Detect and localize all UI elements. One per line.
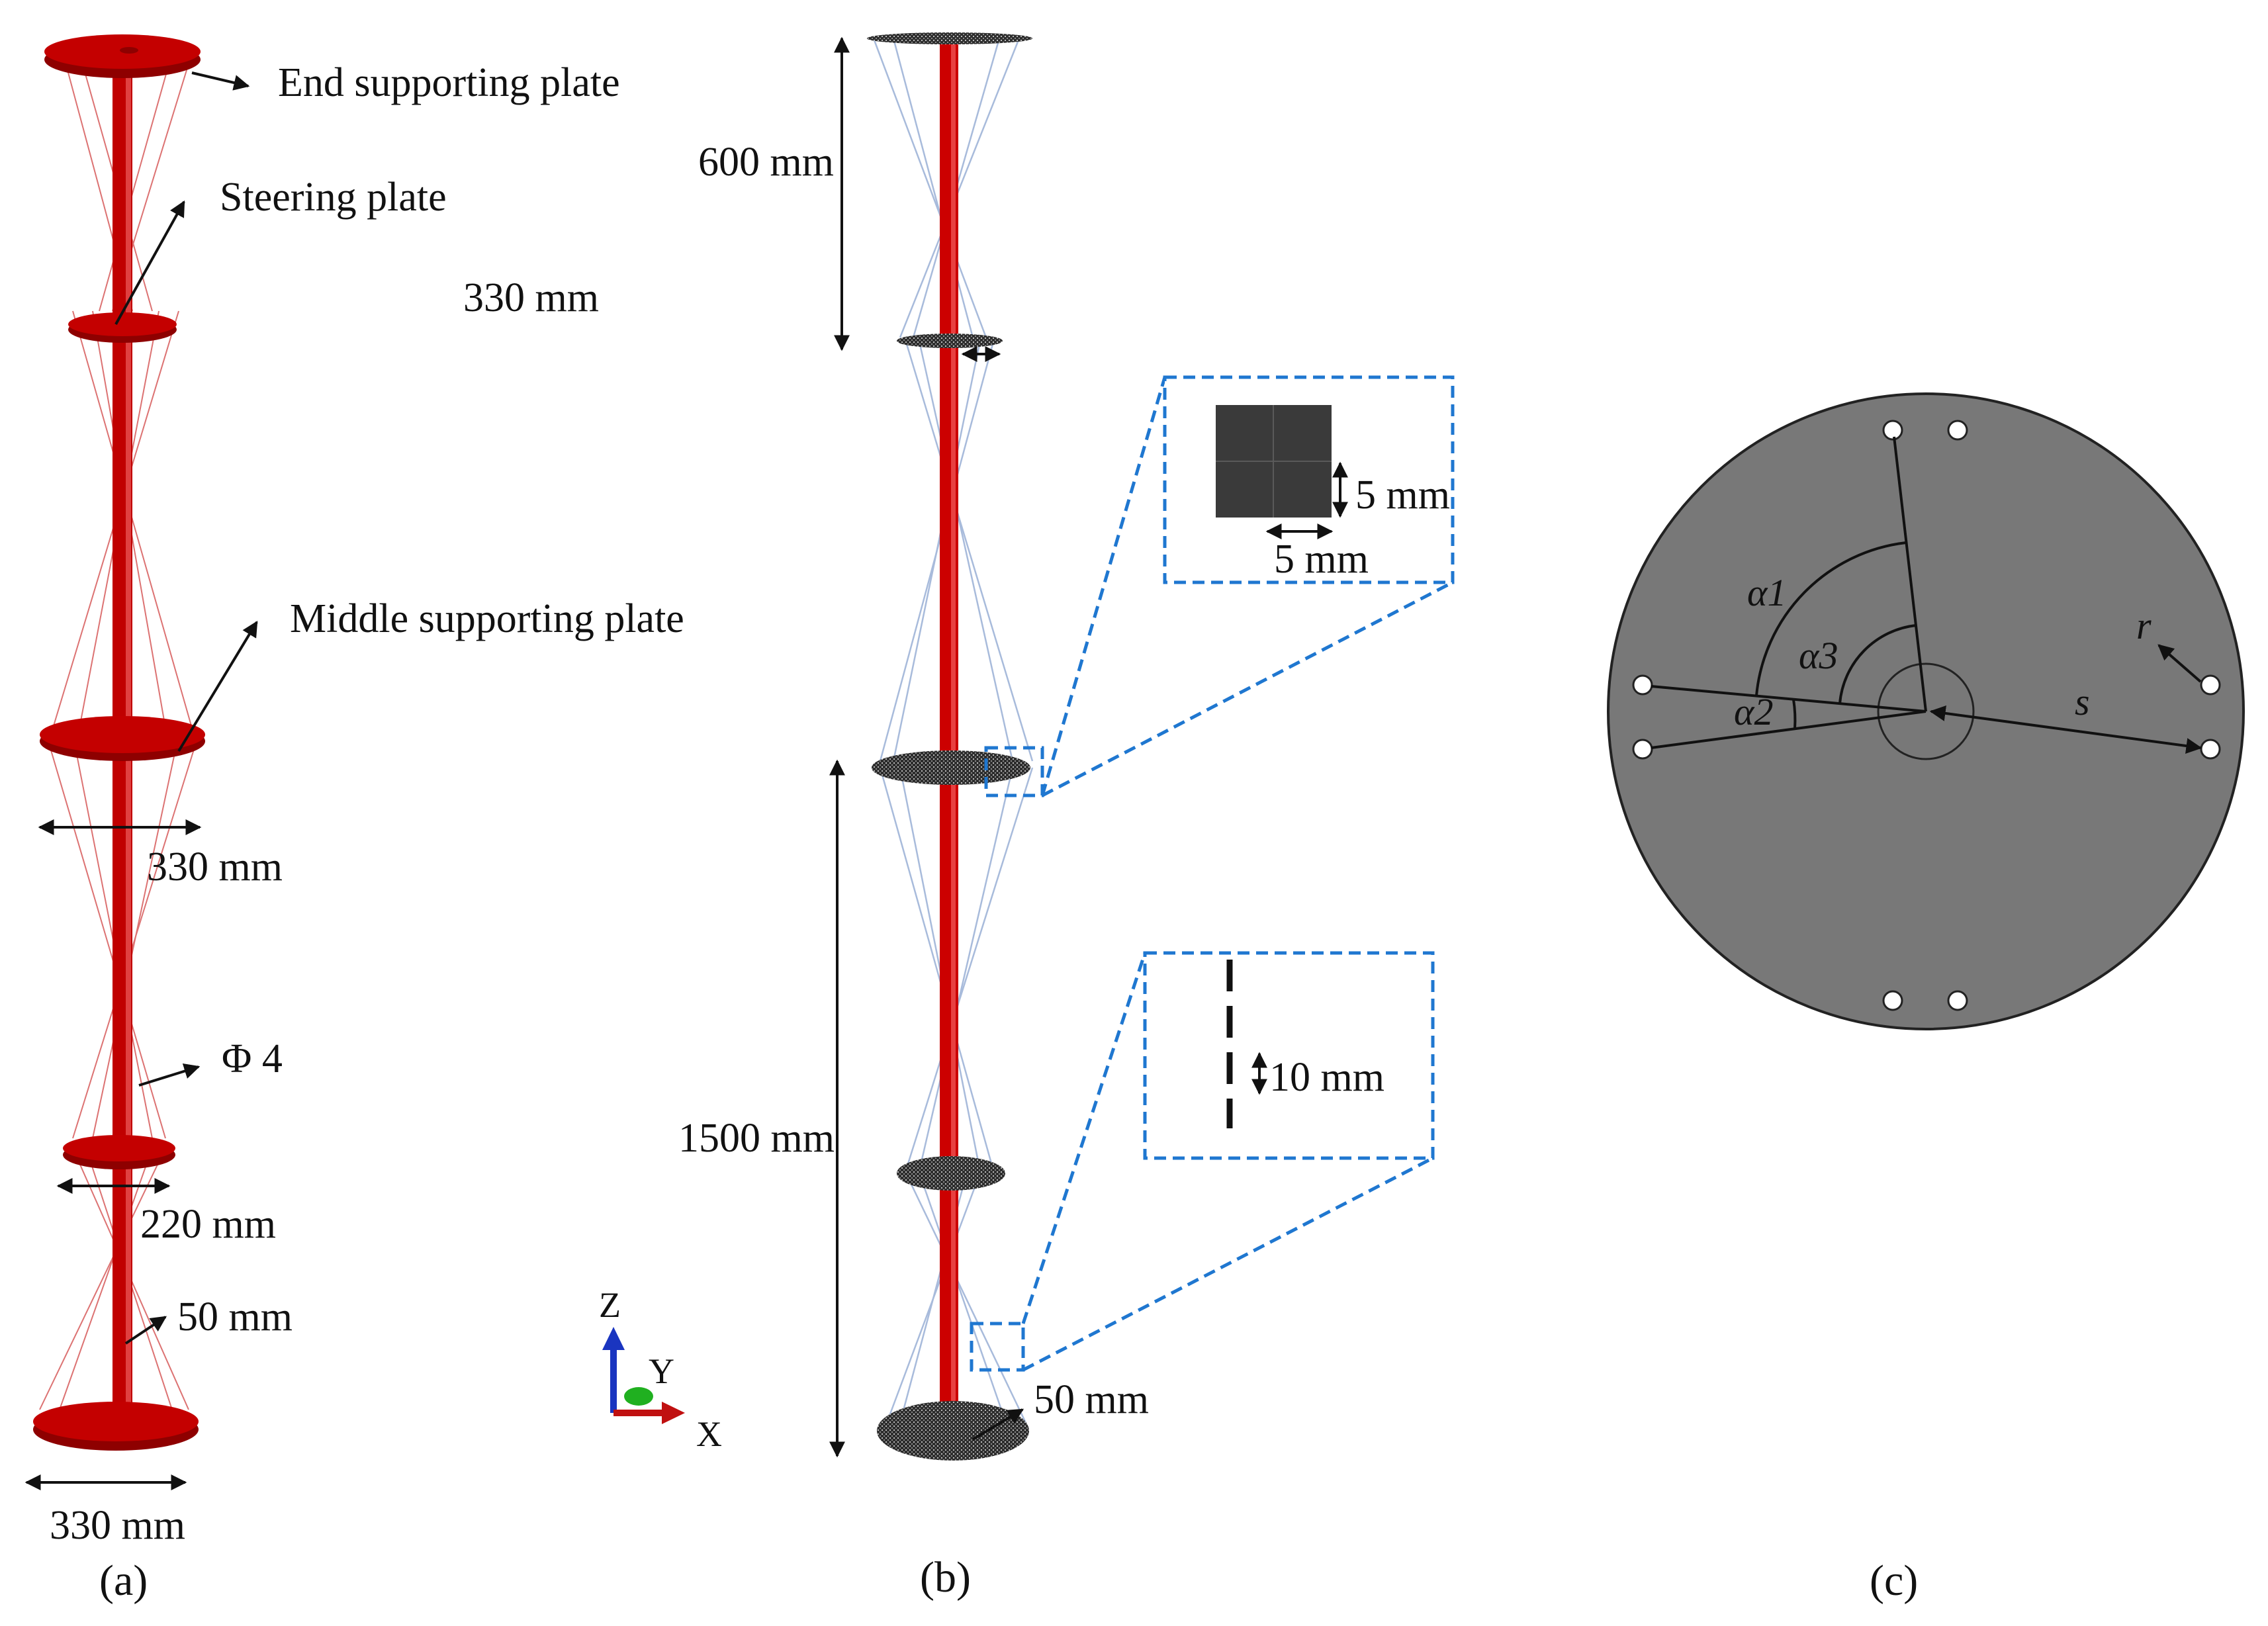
panel-a-steering-plate-arrow xyxy=(114,200,185,325)
panel-c-alpha1-arc xyxy=(1755,541,1907,696)
panel-b-inset-top: 5 mm 5 mm xyxy=(984,375,1455,797)
panel-b-cables xyxy=(872,38,1034,1423)
panel-c-hole xyxy=(1632,674,1653,696)
panel-a-middle-plate-label: Middle supporting plate xyxy=(290,596,684,641)
panel-c-hole xyxy=(1882,990,1903,1011)
panel-a-end-plate-arrow xyxy=(191,71,250,91)
panel-c-hole xyxy=(1947,420,1968,441)
panel-c-hole xyxy=(1947,990,1968,1011)
panel-b-rod-arrow xyxy=(972,1408,1024,1441)
panel-a-caption: (a) xyxy=(99,1557,148,1605)
panel-b-dim-steering-label: 330 mm xyxy=(463,275,599,320)
panel-b-inset-top-h-label: 5 mm xyxy=(1355,473,1450,518)
panel-c: α1 α3 α2 r s (c) xyxy=(1607,392,2245,1605)
panel-b-dim-rod-label: 50 mm xyxy=(1034,1377,1149,1422)
panel-a-steering-plate-label: Steering plate xyxy=(220,175,447,220)
panel-b-axis-triad: Z Y X xyxy=(599,1285,722,1454)
panel-a-end-plate-bottom xyxy=(33,1402,199,1451)
panel-c-r-label: r xyxy=(2136,604,2152,647)
panel-a-dim-rod-label: 50 mm xyxy=(177,1294,293,1339)
panel-b-axis-y: Y xyxy=(649,1351,674,1391)
panel-c-alpha3-arc xyxy=(1838,624,1917,704)
panel-c-hole xyxy=(2200,739,2221,760)
panel-c-alpha2-label: α2 xyxy=(1734,690,1773,733)
panel-a-phi-label: Φ 4 xyxy=(222,1036,283,1081)
panel-c-hole xyxy=(1882,420,1903,441)
panel-a-rod-arrow xyxy=(124,1316,167,1345)
panel-a-steering-plate-bottom xyxy=(63,1135,175,1169)
panel-a-dim-steering-label: 220 mm xyxy=(140,1202,276,1247)
panel-a-middle-plate xyxy=(40,716,205,761)
panel-b-axis-x: X xyxy=(696,1414,722,1454)
panel-a-end-plate-label: End supporting plate xyxy=(278,60,620,105)
panel-c-caption: (c) xyxy=(1870,1557,1918,1605)
panel-b-dim-top-label: 600 mm xyxy=(698,140,834,185)
panel-b-axis-z: Z xyxy=(599,1285,621,1325)
panel-b-end-plate-top xyxy=(867,32,1032,44)
panel-b-caption: (b) xyxy=(920,1553,971,1602)
panel-b-inset-top-w-label: 5 mm xyxy=(1274,537,1369,582)
panel-b-steering-plate-top xyxy=(897,334,1003,348)
panel-c-s-label: s xyxy=(2075,680,2090,723)
panel-b-steering-plate-bottom xyxy=(897,1156,1005,1191)
panel-a-middle-plate-arrow xyxy=(177,620,258,752)
panel-c-hole xyxy=(2200,674,2221,696)
panel-a: End supporting plate Steering plate Midd… xyxy=(24,34,684,1605)
panel-b: 600 mm 330 mm 1500 mm 50 mm 5 mm 5 mm xyxy=(463,32,1455,1602)
panel-c-alpha1-label: α1 xyxy=(1747,571,1786,614)
panel-c-r-arrow xyxy=(2157,644,2202,683)
panel-b-inset-bottom-label: 10 mm xyxy=(1269,1055,1384,1100)
panel-c-s-arrow xyxy=(1929,705,2202,754)
panel-b-end-plate-bottom xyxy=(877,1401,1029,1461)
panel-c-holes xyxy=(1632,420,2221,1011)
panel-c-alpha2-arc xyxy=(1792,699,1797,729)
panel-b-middle-plate xyxy=(872,750,1030,785)
panel-b-dim-bottom-label: 1500 mm xyxy=(678,1116,835,1161)
panel-c-alpha3-label: α3 xyxy=(1799,634,1838,677)
panel-a-end-plate-top xyxy=(44,34,201,78)
panel-a-steering-plate-top xyxy=(68,312,177,343)
panel-a-dim-middle-label: 330 mm xyxy=(147,844,283,889)
panel-a-phi-arrow xyxy=(138,1063,201,1087)
panel-c-hole xyxy=(1632,739,1653,760)
panel-b-inset-bottom: 10 mm xyxy=(970,951,1435,1372)
panel-a-dim-bottom-label: 330 mm xyxy=(50,1503,185,1548)
